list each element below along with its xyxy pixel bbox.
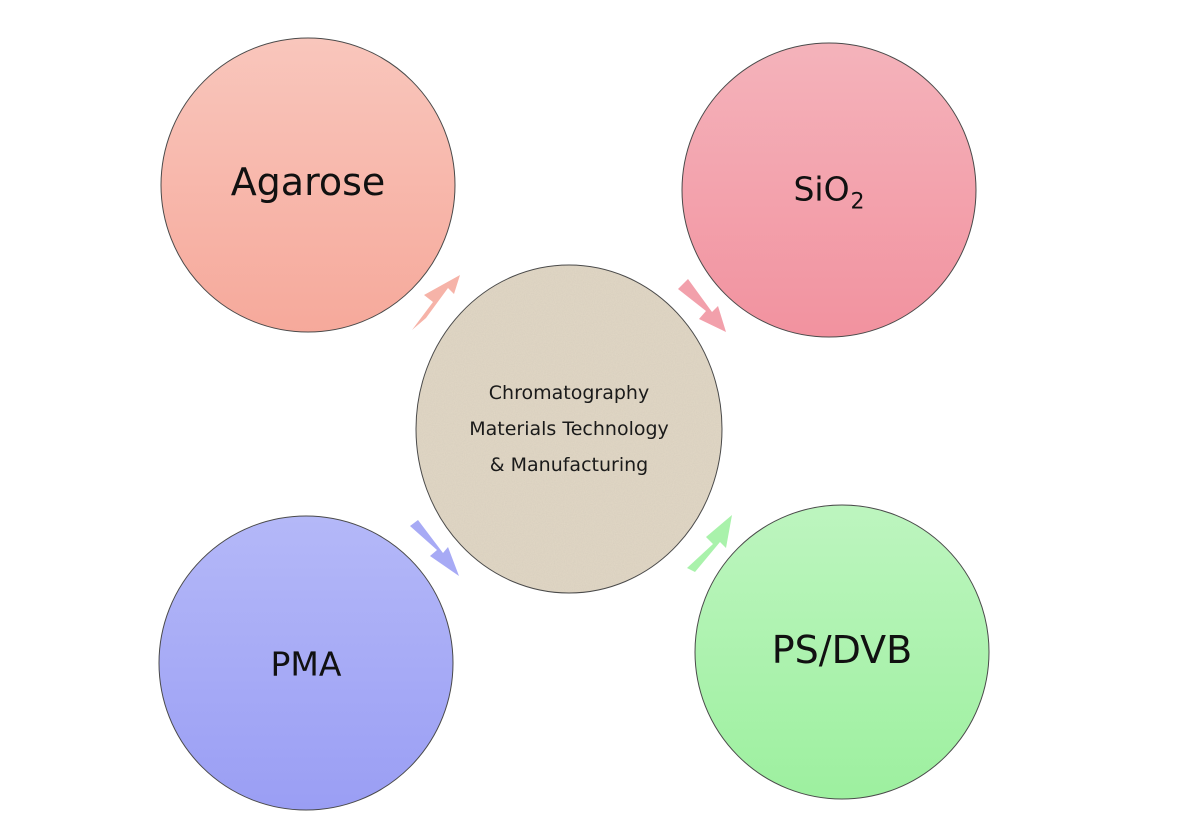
node-pma: [158, 515, 454, 811]
node-sio2-label-subscript: 2: [850, 189, 865, 215]
node-agarose-label: Agarose: [230, 160, 386, 204]
node-sio2-label-main: SiO: [793, 169, 850, 209]
center-label-line-2: Materials Technology: [469, 418, 669, 440]
node-pma-label: PMA: [270, 644, 342, 684]
node-sio2-label: SiO2: [793, 170, 864, 215]
node-center-outline: [415, 264, 723, 594]
node-agarose: [160, 37, 456, 333]
arrow-to-agarose: [412, 275, 460, 330]
arrow-to-psdvb: [687, 515, 732, 572]
center-label-line-3: & Manufacturing: [489, 454, 649, 476]
node-psdvb: [694, 504, 990, 800]
arrow-to-sio2: [678, 279, 726, 332]
node-center-texture: [416, 265, 722, 593]
node-sio2: [681, 42, 977, 338]
center-label: Chromatography Materials Technology & Ma…: [469, 375, 669, 483]
node-psdvb-label: PS/DVB: [771, 628, 913, 672]
arrow-to-pma: [410, 520, 459, 576]
center-label-line-1: Chromatography: [488, 382, 650, 404]
